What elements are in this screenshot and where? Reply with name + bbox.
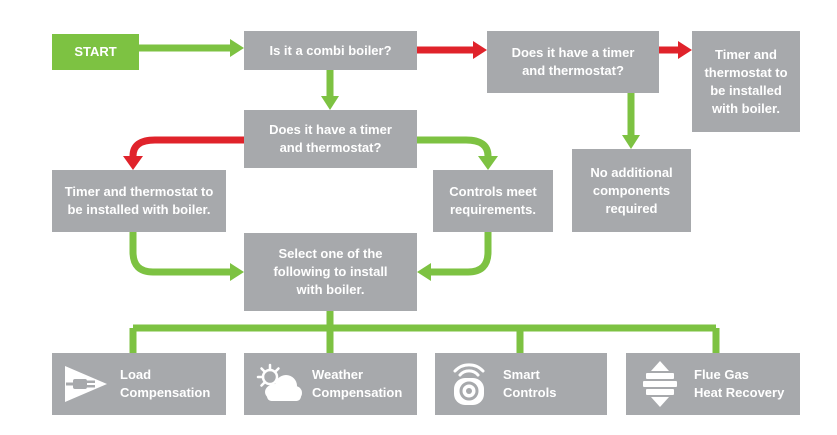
option-flue-gas-heat-recovery: Flue Gas Heat Recovery [626,353,800,415]
option-load-compensation: Load Compensation [52,353,226,415]
arrow-controls-meet-to-select [431,232,492,276]
arrow-timer-center-to-controls-meet [417,136,492,157]
arrowhead-combi-to-timer-center [321,96,339,110]
plug-arrow-icon [60,360,112,408]
arrowhead-combi-to-timer-right [473,41,487,59]
arrow-timer-center-to-required-left [129,136,244,157]
arrowhead-required-left-to-select [230,263,244,281]
timer-thermostat-question-right: Does it have a timer and thermostat? [487,31,659,93]
option-weather-compensation: Weather Compensation [244,353,417,415]
timer-required-left: Timer and thermostat to be installed wit… [52,170,226,232]
sun-cloud-icon [252,360,304,408]
option-label: Flue Gas Heat Recovery [694,367,785,400]
start-node: START [52,34,139,70]
arrowhead-timer-right-to-no-additional [622,135,640,149]
controls-meet-requirements: Controls meet requirements. [433,170,553,232]
no-additional-components: No additional components required [572,149,691,232]
arrowhead-controls-meet-to-select [417,263,431,281]
timer-required-right: Timer and thermostat to be installed wit… [692,31,800,132]
connector-select-to-options [129,311,720,353]
timer-thermostat-question-center: Does it have a timer and thermostat? [244,110,417,168]
arrowhead-timer-right-to-required [678,41,692,59]
flue-gas-heat-recovery-icon [634,360,686,408]
arrow-required-left-to-select [129,232,230,276]
arrowhead-timer-center-to-required-left [123,156,143,170]
option-smart-controls: Smart Controls [435,353,607,415]
arrowhead-timer-center-to-controls-meet [478,156,498,170]
combi-boiler-question: Is it a combi boiler? [244,31,417,70]
option-label: Smart Controls [503,367,557,400]
option-label: Weather Compensation [312,367,403,400]
option-label: Load Compensation [120,367,211,400]
arrowhead-start-to-combi [230,39,244,57]
smart-thermostat-icon [443,360,495,408]
select-one-to-install: Select one of the following to install w… [244,233,417,311]
